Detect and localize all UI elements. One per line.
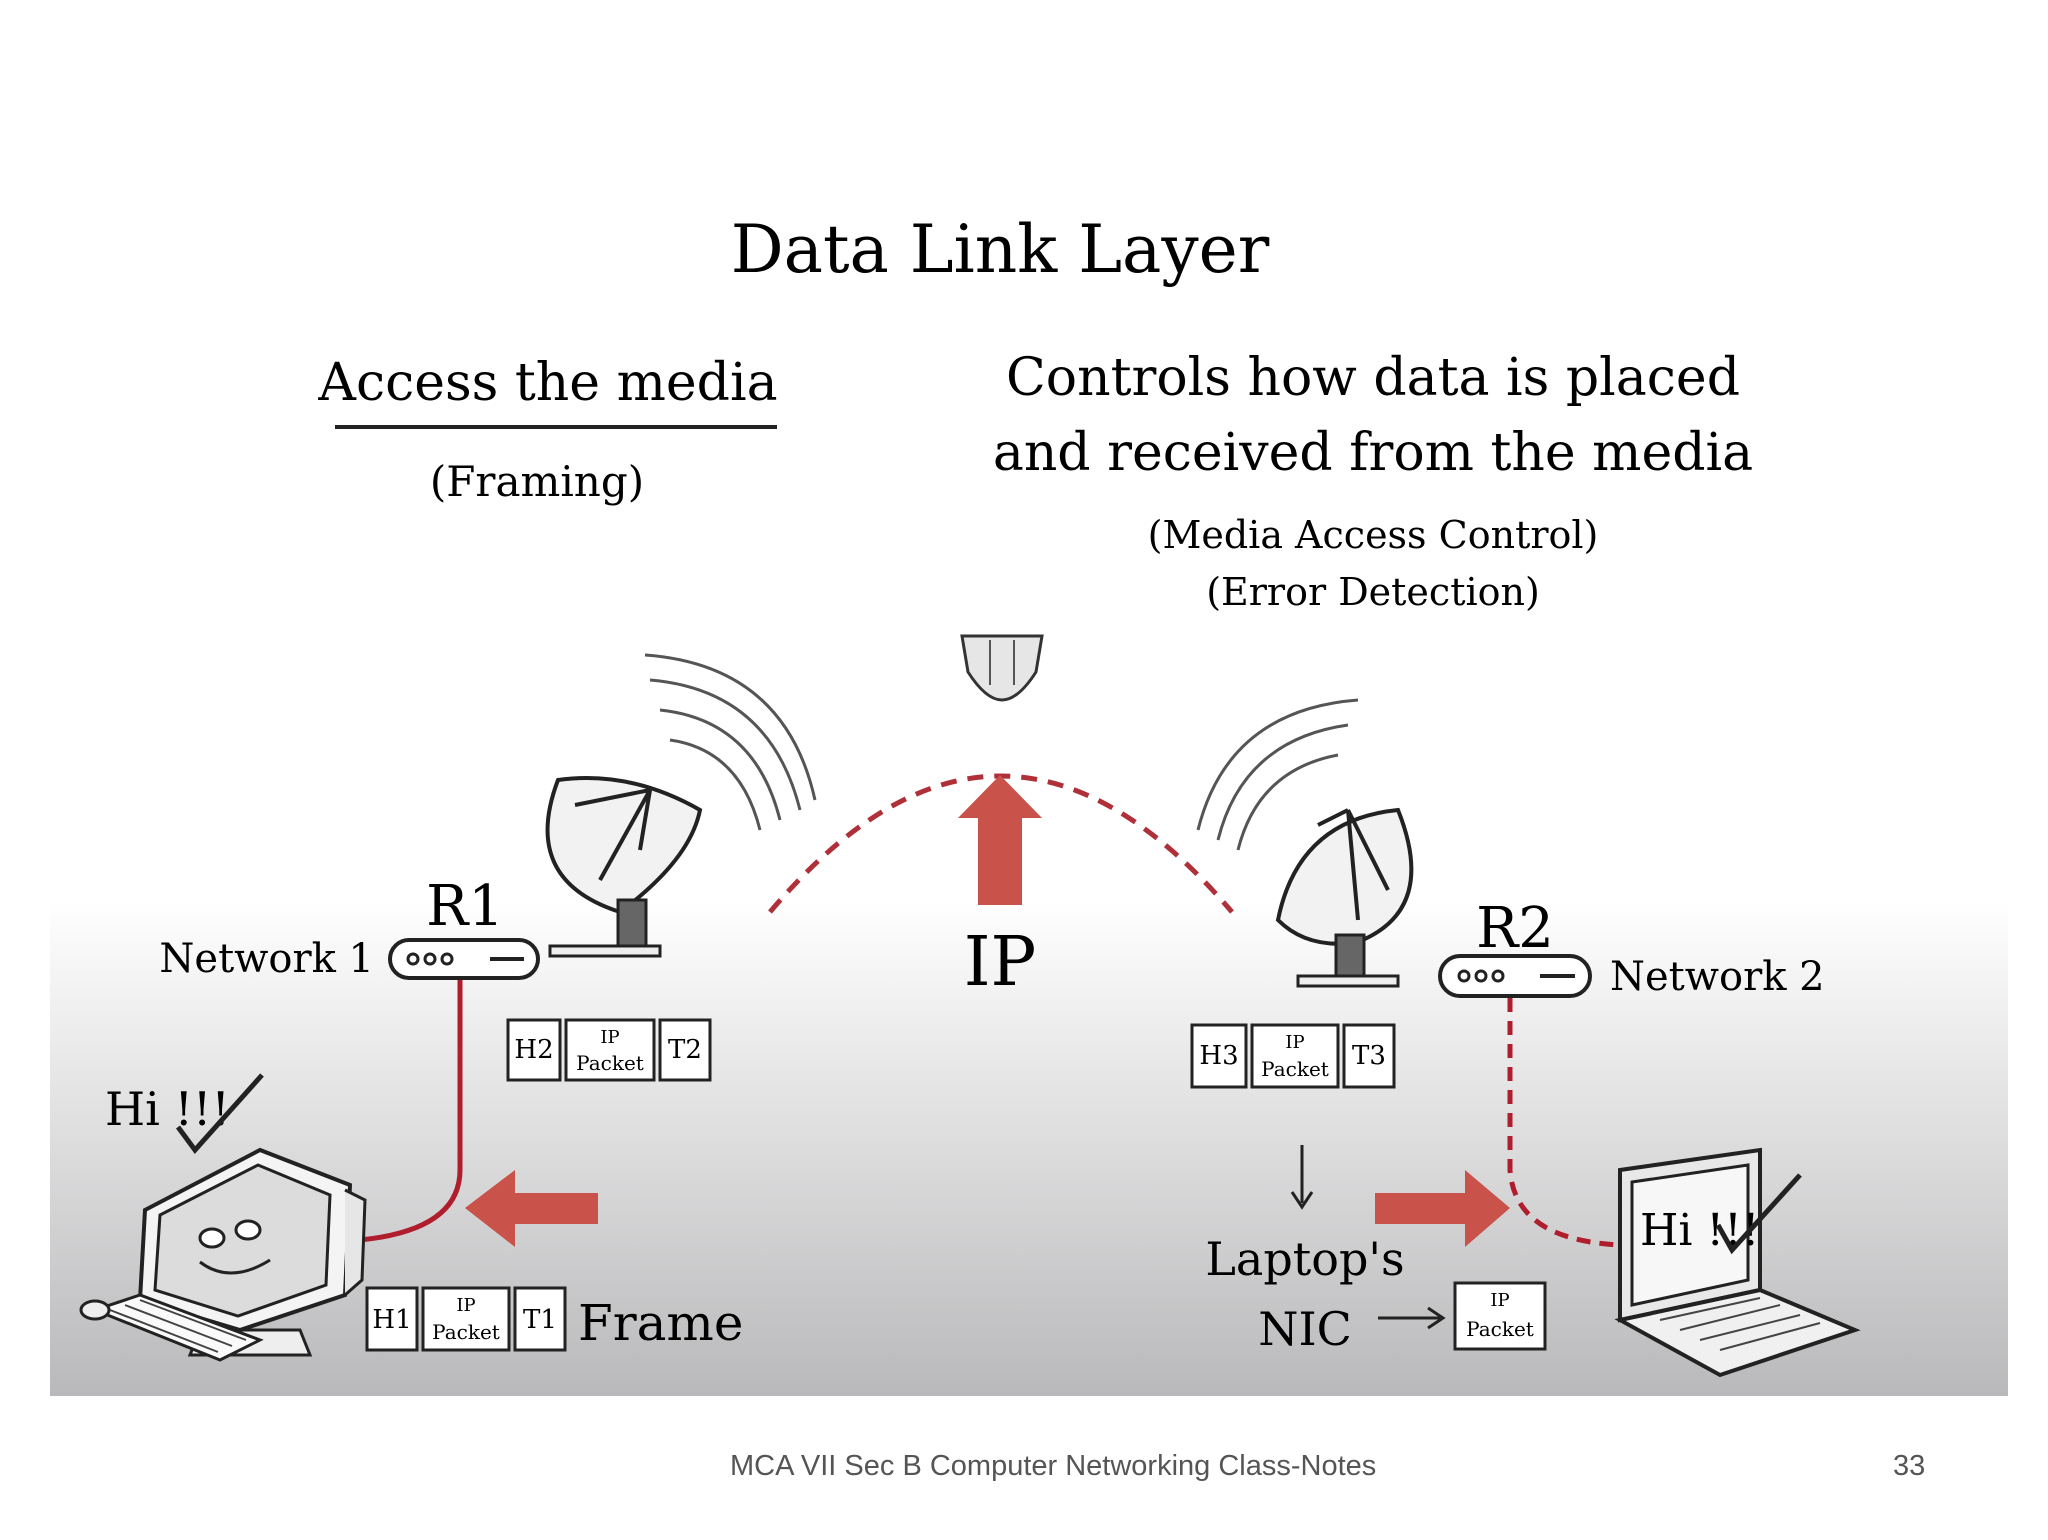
frame-label: Frame xyxy=(578,1294,743,1352)
left-heading: Access the media xyxy=(317,353,777,413)
frame-r2-payload-line2: Packet xyxy=(1261,1057,1329,1081)
network-2-label: Network 2 xyxy=(1610,954,1825,1000)
desktop-computer-icon xyxy=(79,1147,367,1362)
laptop-icon xyxy=(1614,1147,1861,1378)
network-1-label: Network 1 xyxy=(159,936,374,982)
nic-packet: IP Packet xyxy=(1453,1281,1547,1351)
frame-r2-header: H3 xyxy=(1199,1041,1238,1071)
left-subheading: (Framing) xyxy=(430,457,644,506)
nic-label-line1: Laptop's xyxy=(1205,1232,1404,1286)
satellite-icon xyxy=(960,634,1044,702)
network-1-cable xyxy=(359,980,463,1243)
router-r2-icon xyxy=(1438,954,1592,998)
left-arrow xyxy=(465,1170,598,1247)
footer-page-number: 33 xyxy=(1893,1450,1926,1482)
frame-r1-header: H2 xyxy=(514,1035,553,1065)
slide-title: Data Link Layer xyxy=(731,211,1270,288)
nic-arrow-icon xyxy=(1378,1306,1446,1330)
laptop-message: Hi !!! xyxy=(1640,1205,1759,1256)
frame-pc-header: H1 xyxy=(372,1305,411,1335)
frame-r1: H2 IP Packet T2 xyxy=(506,1018,712,1082)
satellite-dish-right-icon xyxy=(1196,698,1414,988)
frame-pc: H1 IP Packet T1 xyxy=(365,1286,567,1352)
frame-r2-trailer: T3 xyxy=(1352,1041,1386,1071)
right-arrow xyxy=(1375,1170,1510,1247)
router-r2-label: R2 xyxy=(1476,896,1554,961)
right-heading-line1: Controls how data is placed xyxy=(1006,348,1740,408)
network-2-cable xyxy=(1507,998,1621,1248)
nic-packet-line2: Packet xyxy=(1466,1317,1534,1341)
nic-label-line2: NIC xyxy=(1258,1302,1352,1356)
frame-r1-payload-line1: IP xyxy=(600,1027,619,1048)
frame-r2: H3 IP Packet T3 xyxy=(1190,1023,1396,1089)
nic-packet-line1: IP xyxy=(1490,1290,1509,1311)
footer-course: MCA VII Sec B Computer Networking Class-… xyxy=(730,1450,1377,1482)
frame-r1-payload-line2: Packet xyxy=(576,1051,644,1075)
router-r1-label: R1 xyxy=(426,874,504,939)
right-subheading-error: (Error Detection) xyxy=(1206,570,1540,614)
pc-checkmark-icon xyxy=(175,1073,264,1154)
laptop-checkmark-icon xyxy=(1715,1173,1802,1255)
down-arrow-icon xyxy=(1290,1145,1314,1210)
right-subheading-mac: (Media Access Control) xyxy=(1148,513,1599,557)
frame-r2-payload-line1: IP xyxy=(1285,1032,1304,1053)
frame-r1-trailer: T2 xyxy=(668,1035,702,1065)
frame-pc-payload-line2: Packet xyxy=(432,1320,500,1344)
ip-label: IP xyxy=(964,923,1037,1002)
frame-pc-payload-line1: IP xyxy=(456,1295,475,1316)
right-heading-line2: and received from the media xyxy=(993,423,1753,483)
frame-pc-trailer: T1 xyxy=(523,1305,557,1335)
router-r1-icon xyxy=(388,938,540,980)
pc-message: Hi !!! xyxy=(105,1082,230,1136)
ip-up-arrow xyxy=(958,775,1042,905)
satellite-dish-left-icon xyxy=(545,653,817,958)
